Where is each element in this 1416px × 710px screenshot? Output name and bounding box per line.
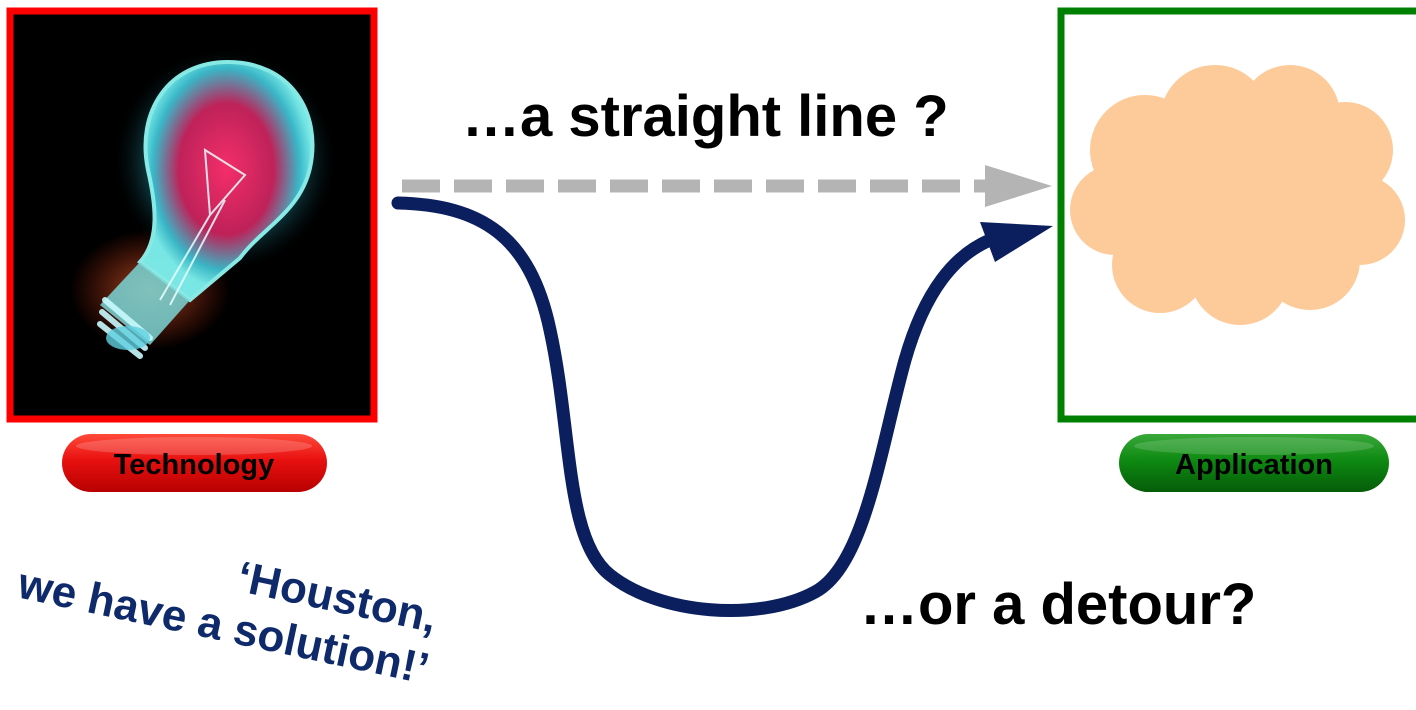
houston-quote: ‘Houston, we have a solution!’ bbox=[13, 552, 441, 694]
detour-label: …or a detour? bbox=[860, 572, 1256, 637]
straight-line-label: …a straight line ? bbox=[462, 84, 949, 149]
application-label: Application bbox=[1175, 449, 1333, 481]
straight-line-arrow bbox=[402, 165, 1052, 207]
cloud-icon bbox=[1070, 65, 1405, 325]
application-pill: Application bbox=[1119, 434, 1389, 492]
light-bulb-icon bbox=[70, 50, 335, 359]
detour-arrow bbox=[391, 196, 1053, 617]
technology-pill: Technology bbox=[62, 434, 327, 492]
technology-label: Technology bbox=[114, 449, 275, 481]
